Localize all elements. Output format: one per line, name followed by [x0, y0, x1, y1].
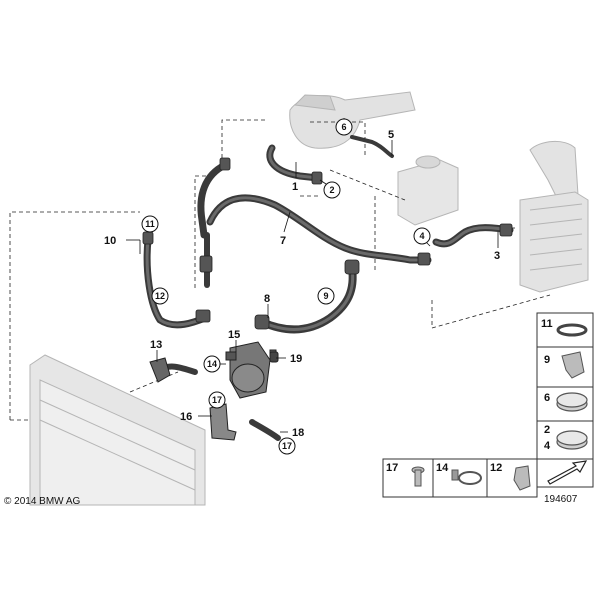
ghost-radiator — [29, 354, 206, 506]
callout-6: 6 — [341, 122, 346, 132]
callout-14: 14 — [207, 359, 217, 369]
legend-right-labels: 11 9 6 2 4 — [541, 318, 553, 452]
part-16-bracket — [209, 403, 237, 441]
clamp-6-icon — [556, 392, 588, 412]
callout-15: 15 — [228, 329, 240, 341]
water-pump — [225, 341, 277, 399]
couplings — [142, 157, 513, 330]
clip-12-icon — [513, 465, 531, 491]
legend-label-9: 9 — [544, 354, 550, 366]
callout-7: 7 — [280, 235, 286, 247]
clamp-11-icon — [556, 323, 588, 337]
callout-18: 18 — [292, 427, 304, 439]
guide-lines — [9, 119, 551, 421]
clamp-14-icon — [451, 469, 482, 485]
drawing-number: 194607 — [544, 494, 578, 505]
callout-8: 8 — [264, 293, 270, 305]
callout-4: 4 — [419, 231, 424, 241]
legend-label-14: 14 — [436, 462, 449, 474]
legend-bottom — [382, 458, 594, 498]
part-13-pipe — [149, 357, 171, 383]
screw-17-icon — [411, 466, 425, 487]
callout-12: 12 — [155, 291, 165, 301]
callout-1: 1 — [292, 181, 298, 193]
circled-callout-labels: 6 2 4 11 12 9 14 17 17 — [145, 122, 424, 451]
callout-17a: 17 — [212, 395, 222, 405]
clip-9-icon — [561, 351, 585, 379]
callout-19: 19 — [290, 353, 302, 365]
callout-17b: 17 — [282, 441, 292, 451]
callout-9: 9 — [323, 291, 328, 301]
callout-2: 2 — [329, 185, 334, 195]
callout-13: 13 — [150, 339, 162, 351]
callout-10: 10 — [104, 235, 116, 247]
callout-16: 16 — [180, 411, 192, 423]
ghost-expansion-tank — [397, 155, 459, 226]
legend-label-12: 12 — [490, 462, 502, 474]
part-19-fitting — [269, 351, 279, 363]
clamp-2-4-icon — [556, 430, 588, 450]
legend-right — [536, 312, 594, 460]
legend-bottom-labels: 17 14 12 — [386, 462, 502, 474]
ghost-turbo-housing — [289, 91, 416, 149]
legend-label-17: 17 — [386, 462, 398, 474]
ghost-intercooler — [519, 141, 589, 293]
legend-label-4: 4 — [544, 440, 551, 452]
callout-11: 11 — [145, 219, 155, 229]
legend-label-2: 2 — [544, 424, 550, 436]
legend-label-6: 6 — [544, 392, 550, 404]
circled-callouts — [141, 118, 431, 455]
callout-5: 5 — [388, 129, 394, 141]
callout-labels: 1 3 5 7 8 10 13 15 16 18 19 — [104, 129, 500, 439]
hoses — [143, 135, 514, 441]
copyright-notice: © 2014 BMW AG — [4, 496, 81, 507]
callout-3: 3 — [494, 250, 500, 262]
legend-label-11: 11 — [541, 318, 553, 330]
direction-arrow-icon — [547, 460, 588, 485]
